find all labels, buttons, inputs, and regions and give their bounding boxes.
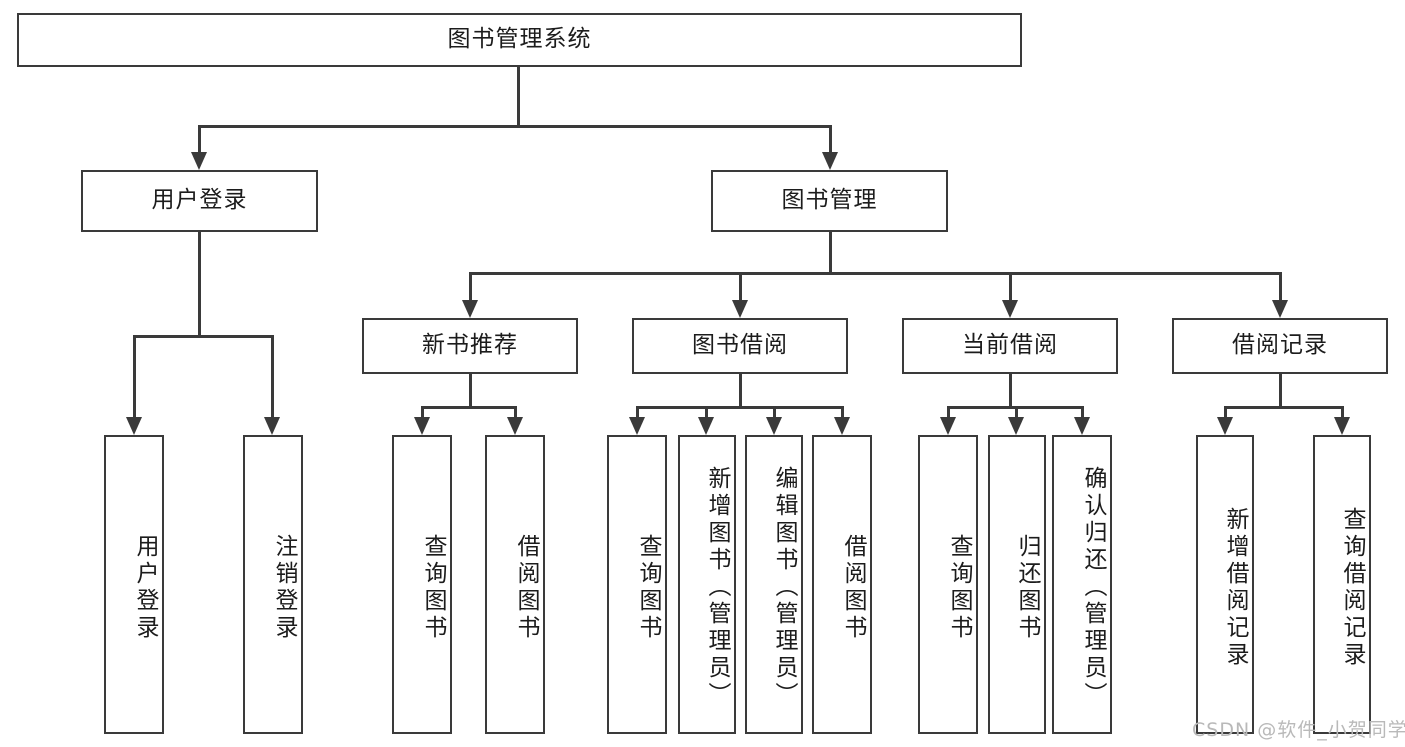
node-label: 归还图书: [1014, 533, 1040, 642]
current-borrow-connector-1-arrowhead: [1008, 417, 1024, 435]
node-label: 用户登录: [151, 187, 248, 214]
node-label: 借阅图书: [513, 533, 539, 642]
level3-connector-3-line: [1279, 272, 1282, 300]
node-leaf-add-book[interactable]: 新增图书（管理员）: [678, 435, 736, 734]
book-borrow-connector-0-arrowhead: [629, 417, 645, 435]
book-borrow-connector-0-line: [636, 406, 639, 417]
node-leaf-add-borrow-record[interactable]: 新增借阅记录: [1196, 435, 1254, 734]
current-borrow-connector-2-line: [1081, 406, 1084, 417]
node-book-borrow[interactable]: 图书借阅: [632, 318, 848, 374]
level3-bus: [470, 272, 1280, 275]
node-label: 当前借阅: [962, 332, 1058, 359]
node-label: 图书管理: [781, 187, 878, 214]
borrow-record-connector-1-line: [1341, 406, 1344, 417]
current-borrow-connector-1-line: [1015, 406, 1018, 417]
node-label: 借阅记录: [1232, 332, 1328, 359]
level2-connector-0-line: [198, 125, 201, 152]
book-borrow-connector-1-line: [705, 406, 708, 417]
node-leaf-query-borrow-record[interactable]: 查询借阅记录: [1313, 435, 1371, 734]
node-user-login[interactable]: 用户登录: [81, 170, 318, 232]
current-borrow-connector-0-line: [947, 406, 950, 417]
node-new-book-recommend[interactable]: 新书推荐: [362, 318, 578, 374]
book-borrow-connector-2-line: [773, 406, 776, 417]
user-login-stem: [198, 232, 201, 335]
level2-connector-1-arrowhead: [822, 152, 838, 170]
new-book-recommend-connector-0-line: [421, 406, 424, 417]
node-leaf-user-login[interactable]: 用户登录: [104, 435, 164, 734]
level3-connector-1-line: [739, 272, 742, 300]
node-book-manage[interactable]: 图书管理: [711, 170, 948, 232]
node-label: 查询借阅记录: [1339, 506, 1365, 669]
user-login-connector-1-line: [271, 335, 274, 417]
level3-connector-2-arrowhead: [1002, 300, 1018, 318]
borrow-record-stem: [1279, 374, 1282, 406]
current-borrow-connector-0-arrowhead: [940, 417, 956, 435]
user-login-connector-0-line: [133, 335, 136, 417]
book-borrow-bus: [637, 406, 842, 409]
book-borrow-connector-3-line: [841, 406, 844, 417]
node-label: 确认归还（管理员）: [1080, 466, 1106, 709]
node-leaf-borrow-book-1[interactable]: 借阅图书: [485, 435, 545, 734]
borrow-record-connector-0-arrowhead: [1217, 417, 1233, 435]
new-book-recommend-connector-1-line: [514, 406, 517, 417]
level3-connector-2-line: [1009, 272, 1012, 300]
node-label: 用户登录: [132, 533, 158, 642]
node-leaf-query-book-2[interactable]: 查询图书: [607, 435, 667, 734]
node-label: 查询图书: [635, 533, 661, 642]
node-leaf-query-book-1[interactable]: 查询图书: [392, 435, 452, 734]
node-label: 新增图书（管理员）: [704, 466, 730, 709]
root-stem: [517, 67, 520, 125]
node-leaf-return-book[interactable]: 归还图书: [988, 435, 1046, 734]
level3-connector-1-arrowhead: [732, 300, 748, 318]
node-leaf-confirm-return[interactable]: 确认归还（管理员）: [1052, 435, 1112, 734]
new-book-recommend-connector-1-arrowhead: [507, 417, 523, 435]
node-leaf-edit-book[interactable]: 编辑图书（管理员）: [745, 435, 803, 734]
borrow-record-bus: [1225, 406, 1342, 409]
borrow-record-connector-0-line: [1224, 406, 1227, 417]
node-label: 编辑图书（管理员）: [771, 466, 797, 709]
book-borrow-connector-2-arrowhead: [766, 417, 782, 435]
user-login-connector-0-arrowhead: [126, 417, 142, 435]
node-label: 新增借阅记录: [1222, 506, 1248, 669]
node-current-borrow[interactable]: 当前借阅: [902, 318, 1118, 374]
new-book-recommend-stem: [469, 374, 472, 406]
book-manage-stem: [829, 232, 832, 272]
current-borrow-stem: [1009, 374, 1012, 406]
node-label: 注销登录: [271, 533, 297, 642]
new-book-recommend-bus: [422, 406, 515, 409]
node-root[interactable]: 图书管理系统: [17, 13, 1022, 67]
user-login-bus: [134, 335, 272, 338]
book-borrow-connector-1-arrowhead: [698, 417, 714, 435]
new-book-recommend-connector-0-arrowhead: [414, 417, 430, 435]
level3-connector-0-arrowhead: [462, 300, 478, 318]
level2-bus: [199, 125, 830, 128]
book-borrow-connector-3-arrowhead: [834, 417, 850, 435]
borrow-record-connector-1-arrowhead: [1334, 417, 1350, 435]
node-borrow-record[interactable]: 借阅记录: [1172, 318, 1388, 374]
node-label: 图书借阅: [692, 332, 788, 359]
node-leaf-borrow-book-2[interactable]: 借阅图书: [812, 435, 872, 734]
node-label: 借阅图书: [840, 533, 866, 642]
level3-connector-3-arrowhead: [1272, 300, 1288, 318]
book-borrow-stem: [739, 374, 742, 406]
user-login-connector-1-arrowhead: [264, 417, 280, 435]
node-label: 查询图书: [946, 533, 972, 642]
node-label: 查询图书: [420, 533, 446, 642]
level3-connector-0-line: [469, 272, 472, 300]
level2-connector-0-arrowhead: [191, 152, 207, 170]
node-leaf-user-logout[interactable]: 注销登录: [243, 435, 303, 734]
node-leaf-query-book-3[interactable]: 查询图书: [918, 435, 978, 734]
current-borrow-connector-2-arrowhead: [1074, 417, 1090, 435]
node-label: 新书推荐: [422, 332, 518, 359]
node-label: 图书管理系统: [447, 26, 592, 53]
level2-connector-1-line: [829, 125, 832, 152]
